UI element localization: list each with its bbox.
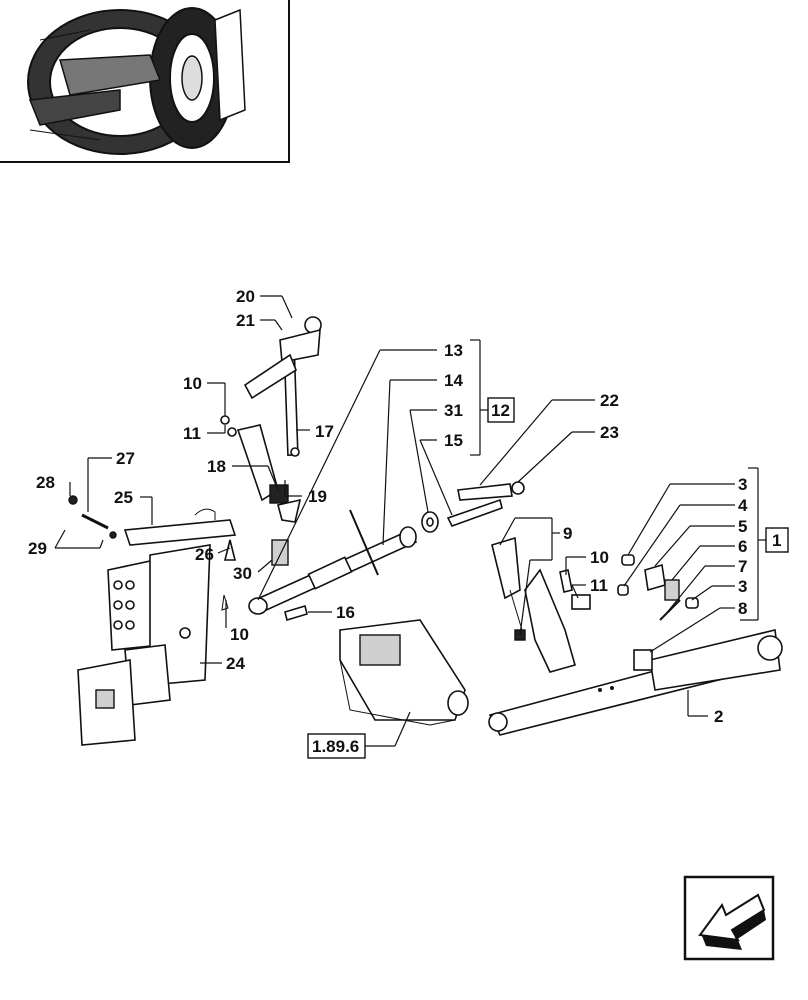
callout-18: 18 [207,457,226,476]
lower-link-components [617,554,699,621]
callout-4: 4 [738,496,748,515]
callout-1-box [765,527,789,553]
callout-26: 26 [195,545,214,564]
callout-17: 17 [315,422,334,441]
callout-3-lower: 3 [738,577,747,596]
callout-20: 20 [236,287,255,306]
callout-14: 14 [444,371,463,390]
callout-23: 23 [600,423,619,442]
callout-7: 7 [738,557,747,576]
callout-31: 31 [444,401,463,420]
callout-24: 24 [226,654,245,673]
callout-29: 29 [28,539,47,558]
callout-10-lower: 10 [230,625,249,644]
callout-labels: 20 21 10 11 17 18 19 13 14 31 15 12 22 2… [28,287,789,759]
lift-rod-assembly [248,509,418,622]
reference-label: 1.89.6 [312,737,359,756]
callout-15: 15 [444,431,463,450]
callout-25: 25 [114,488,133,507]
callout-16: 16 [336,603,355,622]
callout-2: 2 [714,707,723,726]
callout-11-right: 11 [590,576,608,595]
callout-10-right: 10 [590,548,609,567]
back-arrow-icon[interactable] [683,875,775,961]
callout-28: 28 [36,473,55,492]
leader-lines [54,295,766,747]
callout-11: 11 [183,424,201,443]
callout-12: 12 [491,401,510,420]
left-plate-assembly [68,495,289,746]
callout-30: 30 [233,564,252,583]
callout-13: 13 [444,341,463,360]
callout-3-top: 3 [738,475,747,494]
callout-5: 5 [738,517,747,536]
callout-19: 19 [308,487,327,506]
reference-box [307,733,366,759]
callout-10: 10 [183,374,202,393]
top-link-assembly [220,316,322,523]
stabilizer-assembly [491,536,591,673]
callout-8: 8 [738,599,747,618]
callout-21: 21 [236,311,255,330]
callout-1: 1 [772,531,781,550]
tractor-rear-wheel-thumbnail [0,0,290,163]
callout-9: 9 [563,524,572,543]
callout-22: 22 [600,391,619,410]
washers-and-pins [421,481,525,533]
callout-27: 27 [116,449,135,468]
callout-6: 6 [738,537,747,556]
lower-link-arm [488,629,783,736]
callout-12-box [487,397,515,423]
central-bracket [339,619,469,726]
